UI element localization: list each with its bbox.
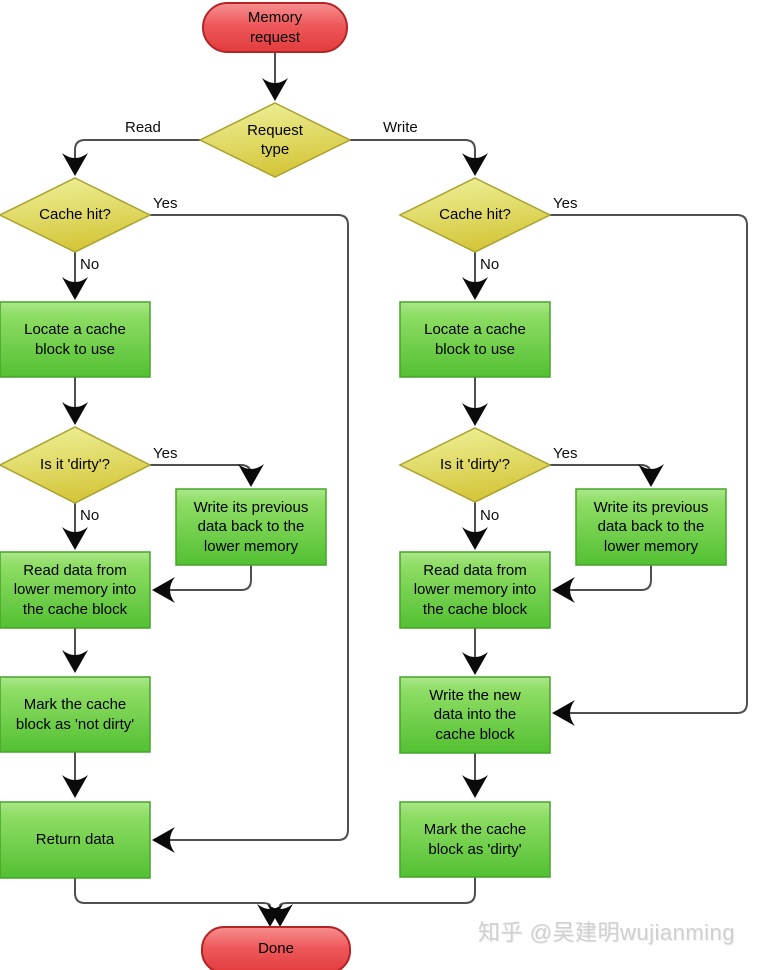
node-write-new-data: Write the new data into the cache block: [429, 687, 521, 743]
read-cache-hit-shape: [0, 177, 152, 253]
read-read-data-shape: [0, 551, 151, 629]
edge-request-type-read: [74, 139, 200, 172]
write-locate-shape: [399, 301, 551, 378]
edge-read-return-to-done: [74, 878, 271, 907]
node-read-read-data: Read data from lower memory into the cac…: [13, 562, 137, 618]
node-write-locate: Locate a cache block to use: [424, 321, 526, 358]
node-memory-request: Memory request: [247, 9, 303, 46]
read-return-data-shape: [0, 801, 151, 879]
node-request-type: Request type: [247, 121, 303, 158]
node-done: Done: [258, 939, 294, 957]
node-write-is-dirty: Is it 'dirty'?: [440, 456, 510, 474]
arrowhead-icon: [238, 464, 264, 487]
node-write-read-data: Read data from lower memory into the cac…: [413, 562, 537, 618]
node-read-write-prev: Write its previous data back to the lowe…: [193, 499, 309, 555]
edge-label-read-dirty-yes: Yes: [153, 445, 178, 462]
write-mark-dirty-shape: [399, 801, 551, 878]
edge-request-type-write: [350, 139, 476, 172]
edge-read-writeprev-out: [156, 565, 252, 591]
edge-label-read: Read: [125, 119, 161, 136]
write-new-data-shape: [399, 676, 551, 754]
edge-read-dirty-yes: [150, 464, 252, 483]
node-read-return-data: Return data: [35, 831, 115, 849]
edge-label-write-dirty-no: No: [480, 507, 500, 524]
node-read-cache-hit: Cache hit?: [39, 206, 111, 224]
edge-label-read-dirty-no: No: [80, 507, 100, 524]
edge-label-write-dirty-yes: Yes: [553, 445, 578, 462]
read-locate-shape: [0, 301, 151, 378]
edge-label-write-hit-yes: Yes: [553, 195, 578, 212]
read-write-prev-shape: [175, 488, 327, 566]
read-mark-not-dirty-shape: [0, 676, 151, 753]
node-write-mark-dirty: Mark the cache block as 'dirty': [423, 821, 527, 858]
edge-label-read-hit-no: No: [80, 256, 100, 273]
read-is-dirty-shape: [0, 426, 152, 504]
request-type-shape: [198, 102, 352, 178]
node-write-write-prev: Write its previous data back to the lowe…: [593, 499, 709, 555]
node-write-cache-hit: Cache hit?: [439, 206, 511, 224]
edge-write-writeprev-out: [556, 565, 652, 591]
write-read-data-shape: [399, 551, 551, 629]
edge-write-markdirty-to-done: [279, 877, 476, 907]
edge-label-write-hit-no: No: [480, 256, 500, 273]
node-read-locate: Locate a cache block to use: [24, 321, 126, 358]
zhihu-watermark: 知乎 @吴建明wujianming: [478, 920, 735, 945]
write-cache-hit-shape: [398, 177, 552, 253]
write-write-prev-shape: [575, 488, 727, 566]
edge-label-write: Write: [383, 119, 418, 136]
connector-lines: [74, 52, 748, 907]
write-is-dirty-shape: [398, 427, 552, 503]
node-read-mark-not-dirty: Mark the cache block as 'not dirty': [15, 696, 135, 733]
node-read-is-dirty: Is it 'dirty'?: [40, 456, 110, 474]
edge-write-dirty-yes: [550, 464, 652, 483]
done-shape: [201, 926, 351, 970]
node-shapes: [0, 2, 727, 970]
edge-write-hit-yes: [550, 214, 748, 714]
edge-read-hit-yes: [150, 214, 349, 841]
arrowhead-icon: [638, 464, 664, 487]
edge-label-read-hit-yes: Yes: [153, 195, 178, 212]
memory-request-shape: [202, 2, 348, 53]
